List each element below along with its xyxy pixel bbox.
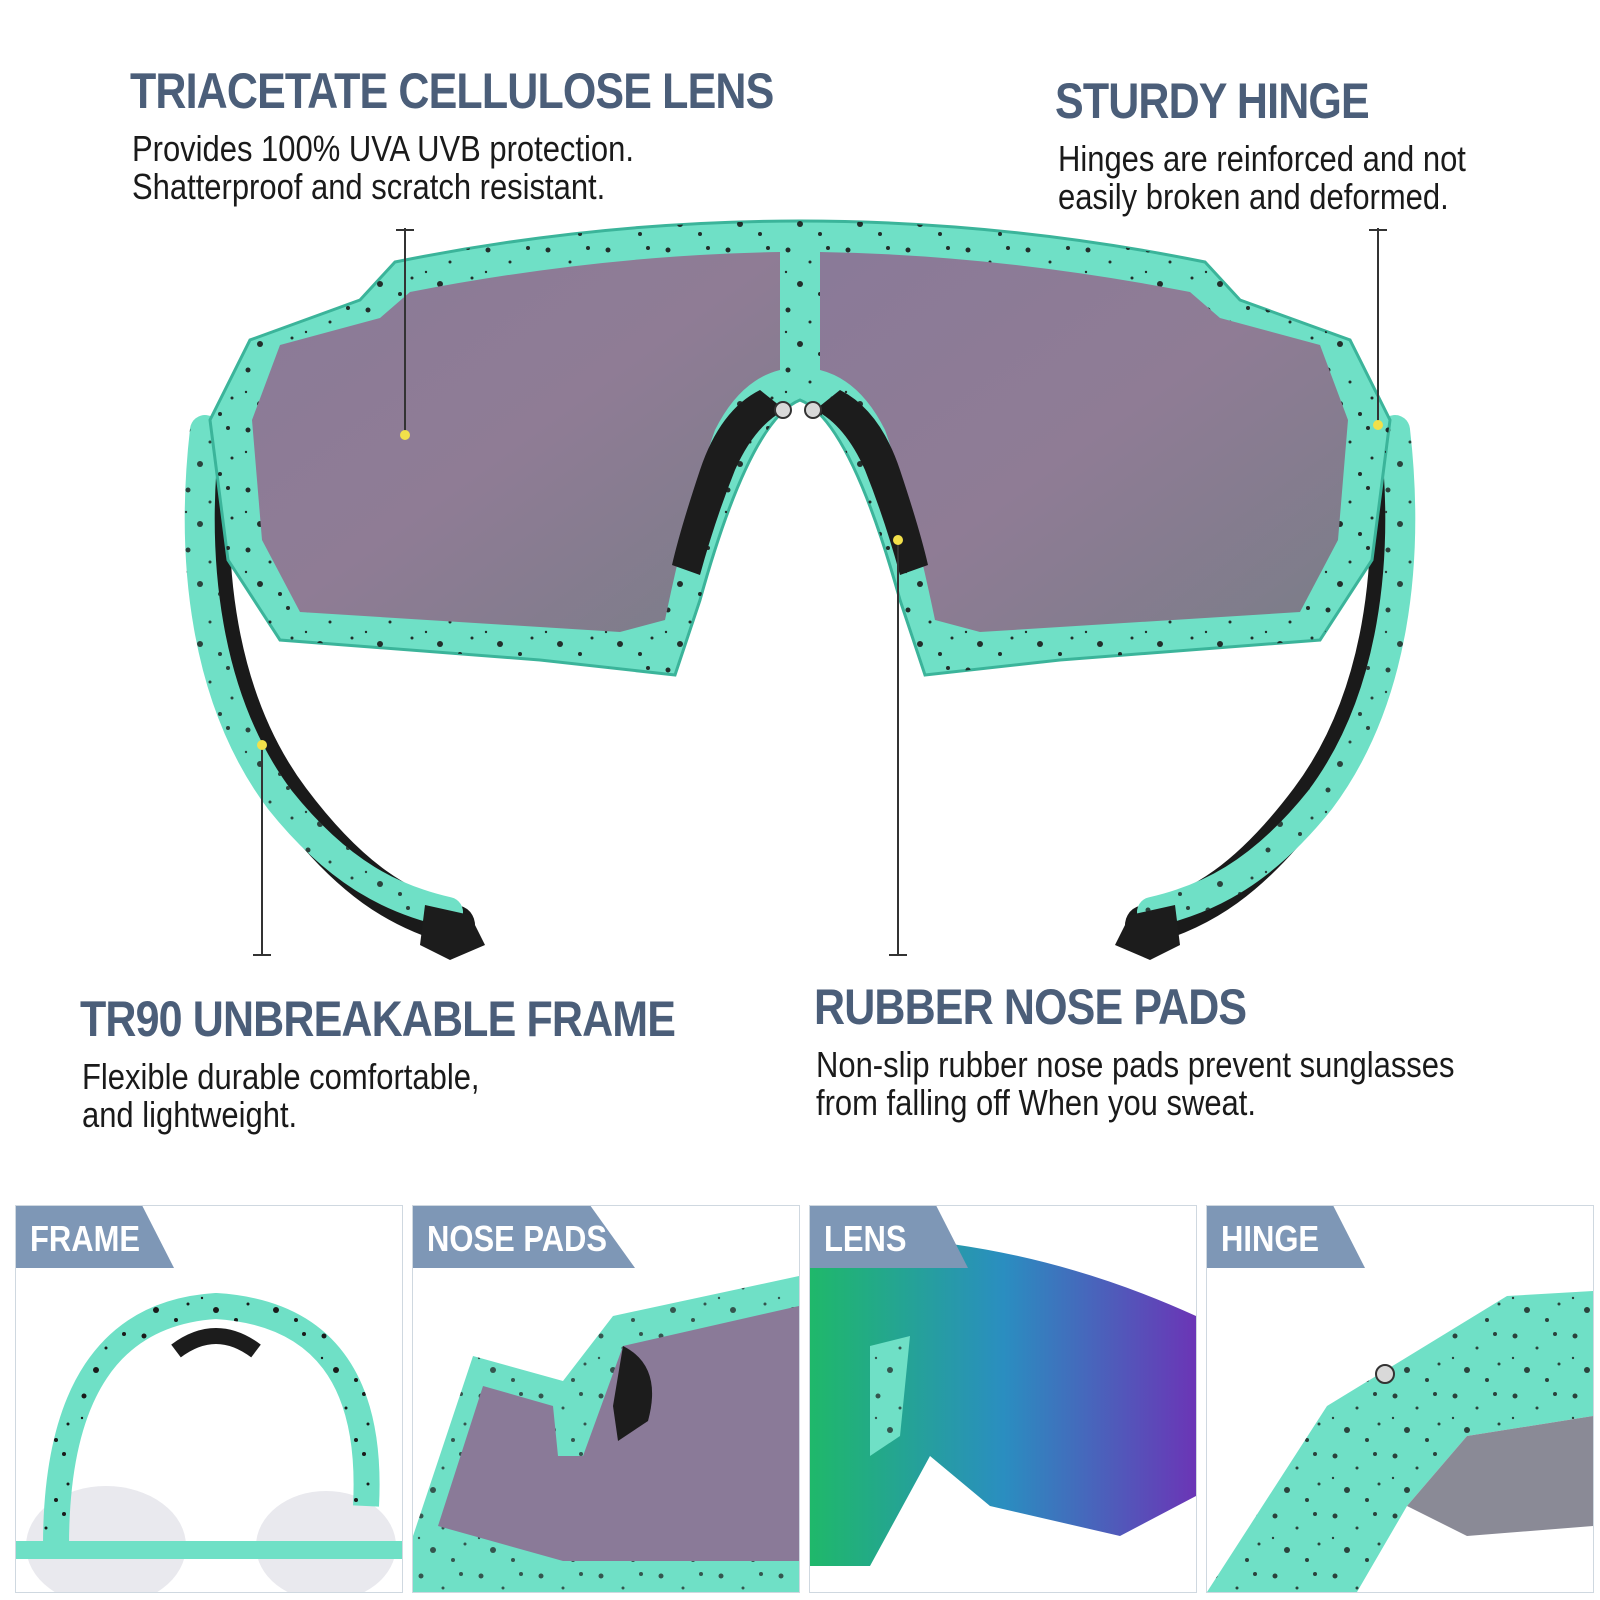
panel-tag-hinge: [1207, 1206, 1365, 1268]
panel-label-lens: LENS: [824, 1218, 907, 1259]
hinge-description-line-2: easily broken and deformed.: [1058, 176, 1449, 217]
hinge-description: Hinges are reinforced and not easily bro…: [1058, 140, 1466, 216]
frame-description-line-1: Flexible durable comfortable,: [82, 1056, 480, 1097]
panel-tag-frame: [16, 1206, 174, 1268]
panel-tag-lens: [810, 1206, 968, 1268]
nose-pads-description-line-2: from falling off When you sweat.: [816, 1082, 1256, 1123]
right-temple: [1115, 415, 1416, 960]
lens: [252, 252, 1348, 632]
pointer-frame: [253, 740, 271, 956]
detail-panel-nose-pads: NOSE PADS: [412, 1205, 800, 1593]
nose-pads-description: Non-slip rubber nose pads prevent sungla…: [816, 1046, 1454, 1122]
hinge-heading: STURDY HINGE: [1055, 73, 1370, 129]
nose-pads-detail-image: [413, 1276, 799, 1592]
panel-label-hinge: HINGE: [1221, 1218, 1320, 1259]
sunglasses-illustration: [184, 219, 1416, 960]
panel-label-nose-pads: NOSE PADS: [427, 1218, 608, 1259]
frame-description: Flexible durable comfortable, and lightw…: [82, 1058, 480, 1134]
pointer-nose-pads: [889, 535, 907, 956]
hinge-detail-image: [1207, 1291, 1593, 1592]
lens-heading: TRIACETATE CELLULOSE LENS: [130, 63, 774, 119]
panel-label-frame: FRAME: [30, 1218, 141, 1259]
lens-description-line-1: Provides 100% UVA UVB protection.: [132, 128, 634, 169]
detail-panel-hinge: HINGE: [1206, 1205, 1594, 1593]
lens-detail-image: [810, 1235, 1196, 1566]
hinge-description-line-1: Hinges are reinforced and not: [1058, 138, 1466, 179]
lens-description: Provides 100% UVA UVB protection. Shatte…: [132, 130, 634, 206]
frame-heading: TR90 UNBREAKABLE FRAME: [80, 991, 676, 1047]
frame-description-line-2: and lightweight.: [82, 1094, 298, 1135]
nose-pads-description-line-1: Non-slip rubber nose pads prevent sungla…: [816, 1044, 1455, 1085]
panel-tag-nose-pads: [413, 1206, 635, 1268]
detail-panel-frame: FRAME: [15, 1205, 403, 1593]
frame-detail-image: [16, 1292, 402, 1592]
detail-panel-lens: LENS: [809, 1205, 1197, 1593]
pointer-hinge: [1369, 228, 1387, 430]
left-temple: [184, 415, 485, 960]
pointer-lens: [396, 228, 414, 440]
nose-pads-heading: RUBBER NOSE PADS: [814, 979, 1247, 1035]
nose-pads: [672, 390, 928, 575]
lens-description-line-2: Shatterproof and scratch resistant.: [132, 166, 606, 207]
